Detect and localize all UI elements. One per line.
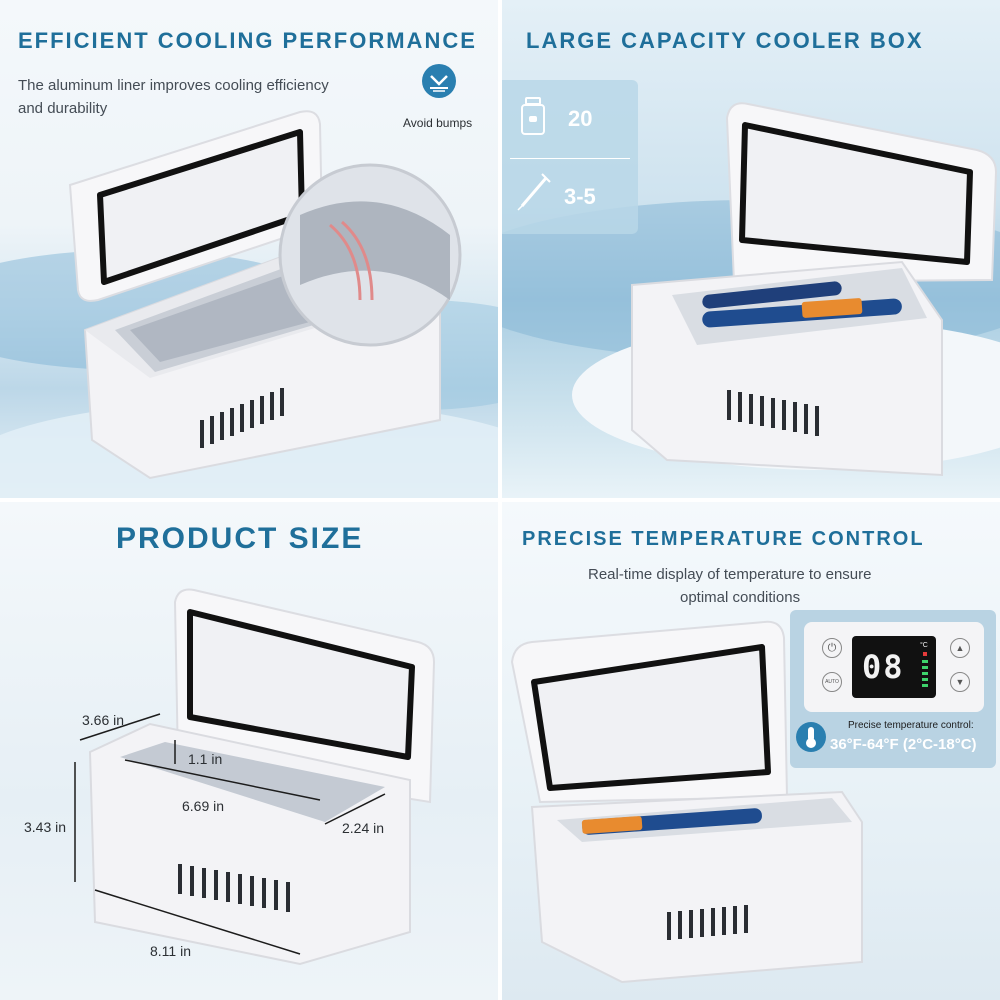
panel-large-capacity: LARGE CAPACITY COOLER BOX 20 3-5 (502, 0, 1000, 498)
temperature-subtitle-line2: optimal conditions (680, 589, 801, 606)
capacity-card: 20 3-5 (502, 80, 638, 234)
avoid-bumps-icon (422, 64, 456, 98)
auto-label: AUTO (825, 679, 839, 685)
temperature-title: PRECISE TEMPERATURE CONTROL (522, 528, 925, 550)
panel-cooling-performance: EFFICIENT COOLING PERFORMANCE The alumin… (0, 0, 498, 498)
size-title: PRODUCT SIZE (116, 522, 364, 555)
cooler-box-illustration (74, 588, 436, 966)
control-panel-card: ⏻ AUTO 08 °C ▲ ▼ Precise temperature con… (790, 610, 996, 768)
temperature-subtitle-line1: Real-time display of temperature to ensu… (588, 566, 872, 583)
dim-depth: 3.66 in (82, 712, 125, 728)
pen-count: 3-5 (564, 184, 596, 209)
auto-button: AUTO (822, 672, 842, 692)
cooling-subtitle-line1: The aluminum liner improves cooling effi… (18, 77, 329, 94)
panel-temperature-control: PRECISE TEMPERATURE CONTROL Real-time di… (502, 502, 1000, 1000)
down-button-icon: ▼ (950, 672, 970, 692)
power-button-icon: ⏻ (822, 638, 842, 658)
cooling-subtitle-line2: and durability (18, 100, 108, 117)
dim-height: 3.43 in (24, 819, 67, 835)
control-panel: ⏻ AUTO 08 °C ▲ ▼ (804, 622, 984, 712)
thermometer-icon (796, 722, 826, 752)
control-label: Precise temperature control: (848, 720, 974, 731)
capacity-title: LARGE CAPACITY COOLER BOX (526, 28, 924, 53)
display-digits: 08 (862, 648, 905, 686)
vial-icon (518, 96, 548, 136)
dim-length: 8.11 in (150, 943, 191, 959)
temperature-display: 08 °C (852, 636, 936, 698)
temperature-range: 36°F-64°F (2°C-18°C) (830, 736, 977, 753)
card-divider (510, 158, 630, 159)
display-indicator (922, 660, 928, 688)
dim-inner-width: 2.24 in (342, 820, 385, 836)
panel-product-size: PRODUCT SIZE 3.66 in 1.1 in 6.69 in 2.24… (0, 502, 498, 1000)
display-red-dot (923, 652, 927, 656)
display-unit: °C (920, 642, 928, 649)
syringe-icon (516, 172, 552, 212)
dim-inner-gap: 1.1 in (188, 751, 223, 767)
cooling-title: EFFICIENT COOLING PERFORMANCE (18, 28, 477, 53)
cooler-box-illustration (631, 102, 998, 477)
avoid-bumps-label: Avoid bumps (403, 116, 473, 130)
vial-count: 20 (568, 106, 593, 131)
cooler-box-illustration (510, 620, 863, 984)
cooler-box-illustration (68, 110, 462, 480)
dim-inner-length: 6.69 in (182, 798, 225, 814)
up-button-icon: ▲ (950, 638, 970, 658)
